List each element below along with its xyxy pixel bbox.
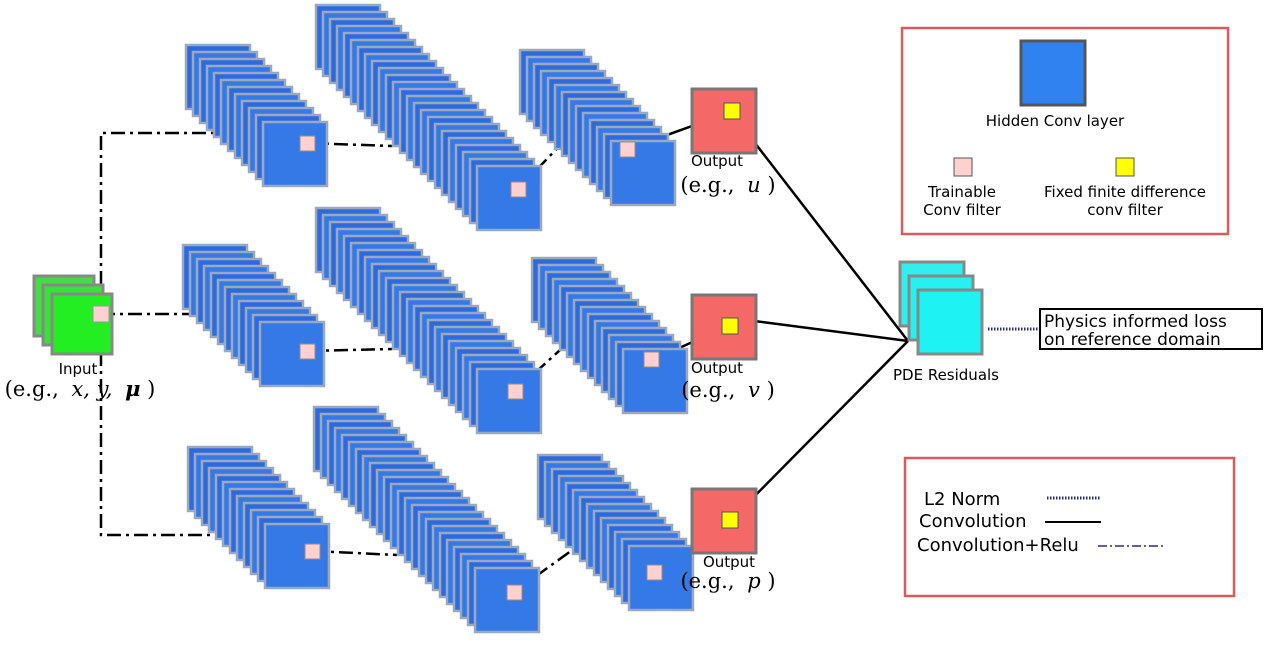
stack-row3-c xyxy=(536,453,695,612)
output-p-example: (e.g., p ) xyxy=(680,569,775,593)
output-u-label: Output xyxy=(691,152,743,170)
output-p-block xyxy=(690,487,758,555)
loss-line2: on reference domain xyxy=(1044,330,1221,350)
stack-row3-c-trainable-filter xyxy=(646,564,663,581)
output-v-label: Output xyxy=(691,359,743,377)
legend-l2-label: L2 Norm xyxy=(924,489,1000,510)
stack-row1-b-layer xyxy=(475,164,543,232)
output-p-fixed-filter xyxy=(721,511,739,529)
stack-row2-b-trainable-filter xyxy=(507,383,524,400)
output-u-block xyxy=(690,87,758,155)
stack-row1-a-layer xyxy=(261,120,329,188)
output-p-example-prefix: (e.g., xyxy=(680,569,734,593)
legend-top: Hidden Conv layer Trainable Conv filter … xyxy=(900,26,1230,236)
loss-box xyxy=(1039,308,1263,350)
stack-row2-a-layer xyxy=(258,320,326,388)
hidden-conv-stacks xyxy=(181,3,695,634)
output-p-to-residual xyxy=(730,340,909,521)
output-v-example-var: v xyxy=(748,378,760,402)
input-example-close: ) xyxy=(147,377,155,401)
stack-row3-b-trainable-filter xyxy=(506,584,523,601)
stack-row3-a-trainable-filter xyxy=(304,543,321,560)
stack-row1-c xyxy=(518,48,677,207)
stack-row2-b xyxy=(314,206,543,435)
pde-residuals-label: PDE Residuals xyxy=(893,366,999,384)
stack-row2-a xyxy=(181,243,326,388)
stack-row3-a xyxy=(186,445,331,590)
input-example: (e.g., x, y, μ ) xyxy=(5,376,156,401)
output-p-label: Output xyxy=(703,553,755,571)
legend-trainable-line1: Trainable xyxy=(927,183,996,201)
legend-conv-relu-label: Convolution+Relu xyxy=(917,535,1079,556)
legend-hidden-layer-label: Hidden Conv layer xyxy=(986,112,1125,130)
legend-trainable-line2: Conv filter xyxy=(923,201,1002,219)
output-u-example-close: ) xyxy=(767,173,775,197)
output-v-to-residual xyxy=(730,316,909,343)
output-v-fixed-filter xyxy=(721,317,739,335)
stack-row2-c xyxy=(530,256,689,415)
output-p-example-var: p xyxy=(747,569,760,593)
input-trainable-filter xyxy=(92,305,110,323)
stack-row1-b-trainable-filter xyxy=(510,181,527,198)
stack-row1-b xyxy=(314,3,543,232)
output-u-example: (e.g., u ) xyxy=(680,173,775,197)
stack-row1-c-trainable-filter xyxy=(619,141,636,158)
input-label: Input xyxy=(59,360,98,378)
legend-fixed-line1: Fixed finite difference xyxy=(1044,183,1206,201)
legend-hidden-layer-swatch xyxy=(1019,39,1087,107)
stack-row3-c-layer xyxy=(627,544,695,612)
input-block xyxy=(32,274,114,356)
output-p-example-close: ) xyxy=(767,569,775,593)
output-v-example-prefix: (e.g., xyxy=(681,378,735,402)
output-v-example-close: ) xyxy=(767,378,775,402)
output-u-example-var: u xyxy=(747,173,761,197)
output-u-to-residual xyxy=(730,111,909,342)
output-v-example: (e.g., v ) xyxy=(681,378,775,402)
input-example-mu: μ xyxy=(125,376,140,401)
stack-row1-a xyxy=(184,43,329,188)
input-example-vars: x, y, xyxy=(71,377,112,401)
pde-residuals-block xyxy=(898,260,984,356)
output-u-fixed-filter xyxy=(723,102,741,120)
stack-row1-a-trainable-filter xyxy=(299,135,316,152)
legend-bottom: L2 Norm Convolution Convolution+Relu xyxy=(903,456,1236,598)
stack-row2-c-trainable-filter xyxy=(643,351,660,368)
output-u-example-prefix: (e.g., xyxy=(680,173,734,197)
stack-row2-a-trainable-filter xyxy=(299,343,316,360)
legend-conv-label: Convolution xyxy=(919,511,1027,532)
input-example-prefix: (e.g., xyxy=(5,377,59,401)
loss-line1: Physics informed loss xyxy=(1044,312,1227,332)
legend-fixed-swatch xyxy=(1115,157,1135,177)
stack-row3-b xyxy=(312,405,541,634)
stack-row2-b-layer xyxy=(475,367,543,435)
legend-trainable-swatch xyxy=(953,157,973,177)
output-v-block xyxy=(690,293,758,361)
legend-fixed-line2: conv filter xyxy=(1087,201,1163,219)
